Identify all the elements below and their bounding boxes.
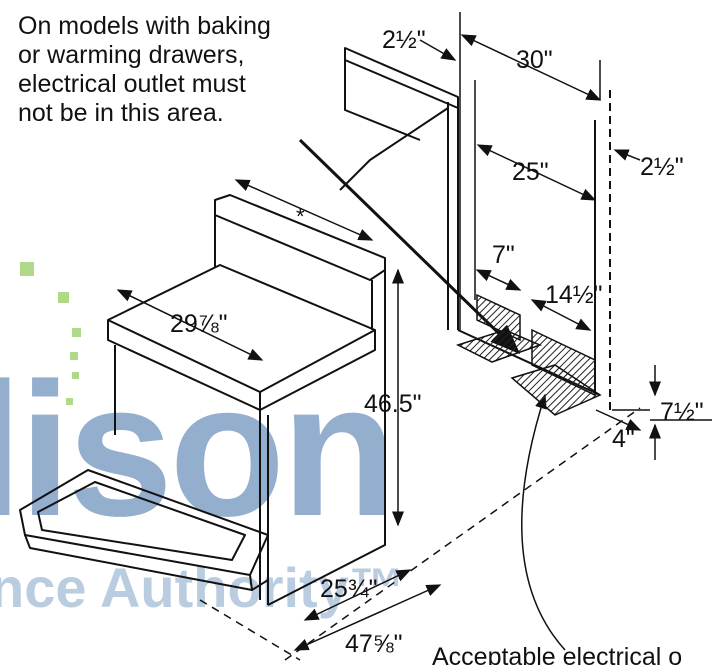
warning-note-line-1: On models with baking	[18, 12, 271, 40]
dim-side-offset-right: 2½"	[640, 153, 684, 181]
dim-left-zone-width: 7"	[492, 241, 515, 269]
dim-right-zone-width: 14½"	[545, 281, 603, 309]
acceptable-outlet-label: Acceptable electrical o	[432, 643, 683, 665]
dim-cabinet-width: 30"	[516, 46, 553, 74]
watermark-logo: lison	[0, 344, 397, 556]
warning-note-line-2: or warming drawers,	[18, 41, 245, 69]
dim-zone-height: 7½"	[660, 398, 704, 426]
dim-cooktop-width: 29⅞"	[170, 310, 228, 338]
warning-note: On models with baking or warming drawers…	[18, 12, 271, 128]
decorative-dots	[20, 262, 81, 405]
cabinet-outline	[339, 12, 611, 410]
acceptable-leader-curve	[521, 393, 566, 651]
dim-range-height: 46.5"	[364, 390, 422, 418]
acceptable-zone-right-floor	[510, 364, 602, 416]
dim-asterisk: *	[296, 204, 305, 229]
dim-side-offset-top: 2½"	[382, 26, 426, 54]
warning-note-line-4: not be in this area.	[18, 99, 224, 127]
outlet-zones	[456, 293, 602, 416]
range-body	[107, 194, 386, 606]
dimension-lines	[116, 34, 712, 651]
dim-range-depth: 25¾"	[320, 575, 378, 603]
dim-zone-depth: 4"	[612, 425, 635, 453]
dim-depth-door-open: 47⅝"	[345, 630, 403, 658]
dim-inner-width: 25"	[512, 158, 549, 186]
oven-door	[19, 469, 269, 591]
warning-note-line-3: electrical outlet must	[18, 70, 246, 98]
